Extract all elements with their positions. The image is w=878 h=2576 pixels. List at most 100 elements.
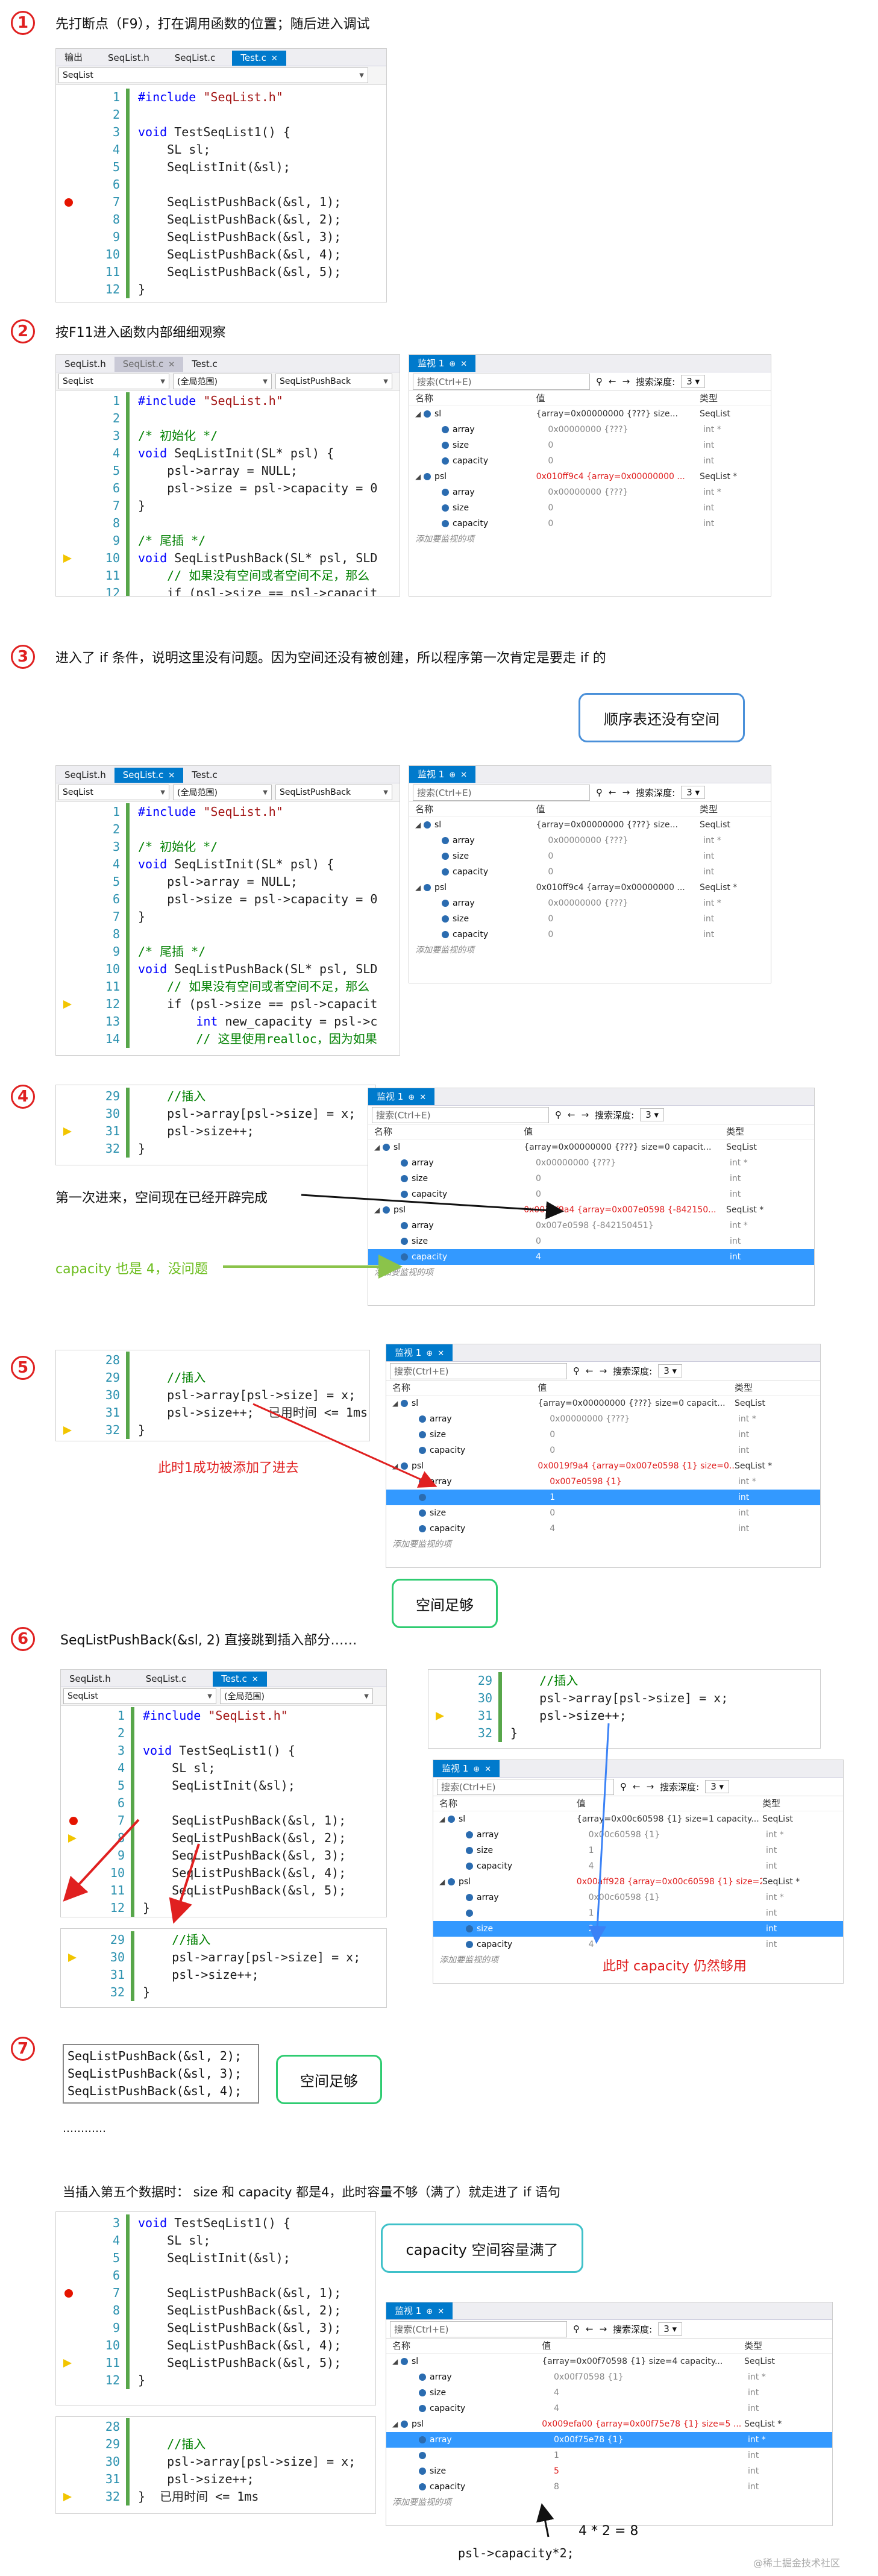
watch-row[interactable]: capacity 8 int (386, 2479, 832, 2495)
tab-watch-1[interactable]: 监视 1⊕✕ (433, 1760, 500, 1777)
add-watch-row[interactable]: 添加要监视的项 (386, 2495, 832, 2510)
back-arrow-icon[interactable]: ← (568, 1109, 575, 1120)
watch-row[interactable]: capacity 0 int (409, 864, 771, 880)
expand-arrow-icon[interactable]: ◢ (439, 1815, 445, 1823)
gutter[interactable] (56, 2488, 84, 2505)
tab-test-c[interactable]: Test.c✕ (213, 1672, 267, 1687)
tab-seqlist-h[interactable]: SeqList.h (108, 52, 149, 63)
watch-row[interactable]: ◢sl {array=0x00000000 {???} size... SeqL… (409, 406, 771, 422)
watch-row[interactable]: ◢sl {array=0x00000000 {???} size=0 capac… (368, 1139, 814, 1155)
forward-arrow-icon[interactable]: → (599, 2324, 607, 2334)
watch-row[interactable]: array 0x00000000 {???} int * (409, 895, 771, 911)
expand-arrow-icon[interactable]: ◢ (374, 1206, 380, 1214)
watch-row[interactable]: capacity 4 int (433, 1858, 843, 1874)
breakpoint-icon[interactable] (64, 198, 73, 207)
tab-output[interactable]: 输出 (64, 52, 83, 63)
close-icon[interactable]: ✕ (168, 771, 175, 780)
watch-row[interactable]: ◢sl {array=0x00f70598 {1} size=4 capacit… (386, 2354, 832, 2369)
tab-test-c[interactable]: Test.c (192, 769, 218, 780)
gutter[interactable] (61, 1949, 89, 1966)
watch-row[interactable]: array 0x00000000 {???} int * (409, 422, 771, 437)
watch-row[interactable]: 1 int (433, 1905, 843, 1921)
expand-arrow-icon[interactable]: ◢ (439, 1878, 445, 1886)
search-icon[interactable]: ⚲ (573, 2324, 580, 2334)
watch-row[interactable]: capacity 0 int (386, 1443, 820, 1458)
tab-seqlist-c[interactable]: SeqList.c (145, 1673, 187, 1684)
expand-arrow-icon[interactable]: ◢ (392, 2357, 398, 2366)
watch-row[interactable]: size 0 int (368, 1171, 814, 1186)
close-icon[interactable]: ✕ (251, 1675, 259, 1684)
tab-watch-1[interactable]: 监视 1⊕✕ (409, 355, 476, 372)
search-depth-select[interactable]: 3 ▾ (640, 1108, 665, 1121)
watch-search-input[interactable]: 搜索(Ctrl+E) (413, 784, 590, 801)
watch-row[interactable]: size 0 int (386, 1505, 820, 1521)
watch-row[interactable]: size 2 int (433, 1921, 843, 1937)
tab-watch-1[interactable]: 监视 1⊕✕ (368, 1088, 435, 1105)
gutter[interactable] (61, 1829, 89, 1847)
project-dropdown[interactable]: SeqList▼ (63, 1688, 216, 1704)
search-depth-select[interactable]: 3 ▾ (681, 375, 706, 388)
forward-arrow-icon[interactable]: → (622, 787, 630, 798)
watch-row[interactable]: ◢psl 0x0019f9a4 {array=0x007e0598 {1} si… (386, 1458, 820, 1474)
function-dropdown[interactable]: SeqListPushBack▼ (275, 374, 392, 389)
watch-row[interactable]: ◢psl 0x010ff9c4 {array=0x00000000 ... Se… (409, 469, 771, 484)
watch-row[interactable]: capacity 0 int (409, 927, 771, 942)
gutter[interactable] (428, 1707, 456, 1725)
search-icon[interactable]: ⚲ (555, 1109, 562, 1120)
expand-arrow-icon[interactable]: ◢ (415, 883, 421, 892)
back-arrow-icon[interactable]: ← (609, 376, 616, 387)
pin-icon[interactable]: ⊕ (426, 1349, 433, 1358)
forward-arrow-icon[interactable]: → (646, 1781, 654, 1792)
breakpoint-icon[interactable] (64, 2289, 73, 2298)
forward-arrow-icon[interactable]: → (599, 1365, 607, 1376)
tab-seqlist-c[interactable]: SeqList.c (174, 52, 216, 63)
close-icon[interactable]: ✕ (168, 360, 175, 369)
gutter[interactable] (56, 2354, 84, 2372)
expand-arrow-icon[interactable]: ◢ (392, 1399, 398, 1408)
gutter[interactable] (56, 995, 84, 1013)
watch-row[interactable]: size 0 int (409, 911, 771, 927)
watch-search-input[interactable]: 搜索(Ctrl+E) (390, 2321, 567, 2337)
watch-row[interactable]: capacity 0 int (409, 453, 771, 469)
watch-row[interactable]: size 1 int (433, 1843, 843, 1858)
scope-dropdown[interactable]: (全局范围)▼ (220, 1688, 373, 1704)
close-icon[interactable]: ✕ (271, 54, 278, 63)
watch-row[interactable]: 1 int (386, 1490, 820, 1505)
watch-row[interactable]: capacity 0 int (368, 1186, 814, 1202)
tab-seqlist-h[interactable]: SeqList.h (69, 1673, 111, 1684)
close-icon[interactable]: ✕ (437, 1349, 445, 1358)
tab-watch-1[interactable]: 监视 1⊕✕ (386, 2302, 453, 2319)
expand-arrow-icon[interactable]: ◢ (374, 1143, 380, 1152)
back-arrow-icon[interactable]: ← (586, 2324, 594, 2334)
tab-watch-1[interactable]: 监视 1⊕✕ (409, 766, 476, 783)
watch-row[interactable]: ◢sl {array=0x00000000 {???} size... SeqL… (409, 817, 771, 833)
project-dropdown[interactable]: SeqList▼ (58, 374, 169, 389)
project-dropdown[interactable]: SeqList▼ (58, 785, 169, 800)
watch-row[interactable]: array 0x00000000 {???} int * (368, 1155, 814, 1171)
watch-search-input[interactable]: 搜索(Ctrl+E) (413, 373, 590, 390)
tab-test-c[interactable]: Test.c✕ (232, 51, 286, 66)
watch-row[interactable]: ◢psl 0x00aff928 {array=0x00c60598 {1} si… (433, 1874, 843, 1890)
scope-dropdown[interactable]: (全局范围)▼ (173, 785, 272, 800)
breakpoint-icon[interactable] (69, 1817, 78, 1825)
search-icon[interactable]: ⚲ (596, 787, 603, 798)
back-arrow-icon[interactable]: ← (586, 1365, 594, 1376)
search-icon[interactable]: ⚲ (620, 1781, 627, 1792)
watch-row[interactable]: size 0 int (409, 848, 771, 864)
watch-row[interactable]: capacity 4 int (368, 1249, 814, 1265)
close-icon[interactable]: ✕ (437, 2307, 445, 2316)
watch-row[interactable]: size 0 int (386, 1427, 820, 1443)
watch-search-input[interactable]: 搜索(Ctrl+E) (437, 1778, 614, 1795)
search-depth-select[interactable]: 3 ▾ (681, 786, 706, 799)
watch-row[interactable]: capacity 4 int (386, 1521, 820, 1537)
watch-row[interactable]: size 0 int (368, 1233, 814, 1249)
expand-arrow-icon[interactable]: ◢ (392, 1462, 398, 1470)
tab-watch-1[interactable]: 监视 1⊕✕ (386, 1344, 453, 1361)
watch-row[interactable]: array 0x00000000 {???} int * (409, 833, 771, 848)
tab-seqlist-c[interactable]: SeqList.c✕ (114, 768, 184, 783)
pin-icon[interactable]: ⊕ (426, 2307, 433, 2316)
close-icon[interactable]: ✕ (419, 1093, 427, 1102)
tab-seqlist-c[interactable]: SeqList.c✕ (114, 357, 184, 372)
add-watch-row[interactable]: 添加要监视的项 (433, 1952, 843, 1968)
watch-row[interactable]: size 4 int (386, 2385, 832, 2401)
